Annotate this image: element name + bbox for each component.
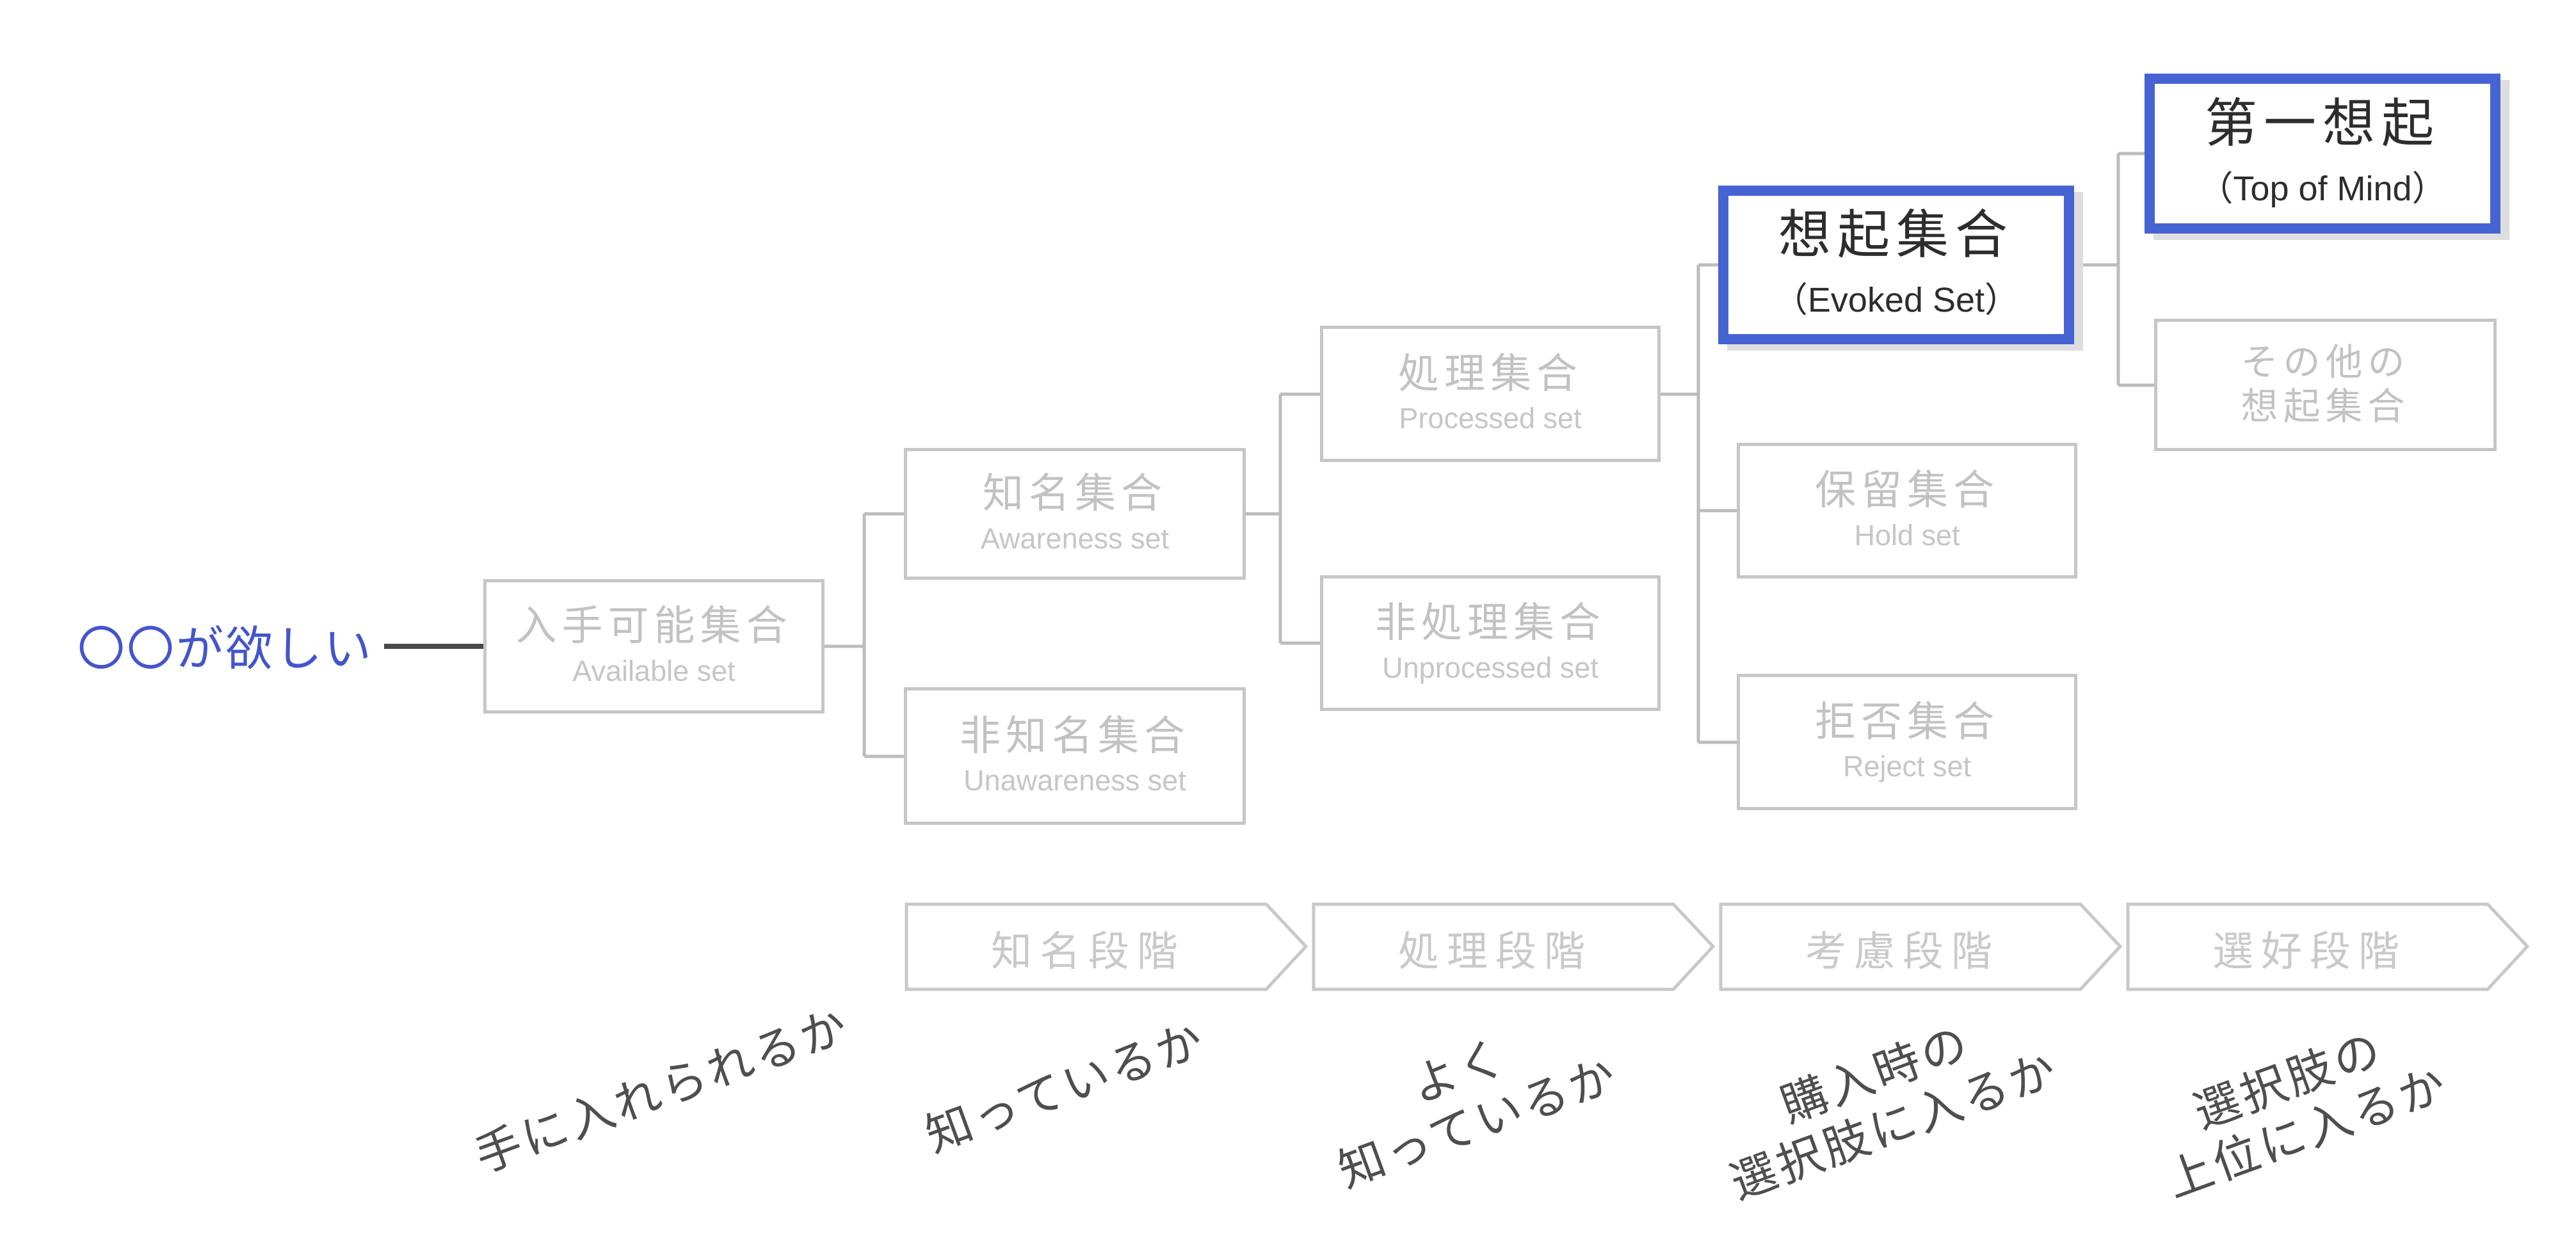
- stage-label-processing: 処理段階: [1398, 929, 1593, 975]
- stage-chevron-preference: [2126, 902, 2530, 991]
- box-other-evoked-set: その他の 想起集合: [2154, 319, 2497, 451]
- box-evoked-set-en: （Evoked Set）: [1773, 280, 2020, 319]
- box-evoked-set-jp: 想起集合: [1778, 206, 2014, 265]
- box-hold-set-en: Hold set: [1854, 518, 1960, 552]
- box-top-of-mind: 第一想起 （Top of Mind）: [2145, 74, 2500, 234]
- connector-evoked-children: [2068, 152, 2167, 387]
- box-other-evoked-set-jp-line2: 想起集合: [2241, 385, 2410, 427]
- box-available-set-en: Available set: [572, 654, 736, 687]
- box-unprocessed-set: 非処理集合 Unprocessed set: [1320, 575, 1661, 711]
- box-awareness-set: 知名集合 Awareness set: [904, 448, 1246, 580]
- box-awareness-set-en: Awareness set: [980, 522, 1170, 555]
- box-hold-set-jp: 保留集合: [1815, 467, 1999, 514]
- trigger-label: 〇〇が欲しい: [77, 622, 373, 676]
- box-processed-set-en: Processed set: [1399, 402, 1582, 435]
- box-top-of-mind-en: （Top of Mind）: [2198, 169, 2447, 208]
- stage-label-preference: 選好段階: [2212, 929, 2407, 975]
- stage-chevron-consideration: [1719, 902, 2123, 991]
- box-awareness-set-jp: 知名集合: [983, 470, 1167, 517]
- stage-label-awareness: 知名段階: [991, 929, 1186, 975]
- stage-chevron-awareness: [905, 902, 1308, 991]
- box-top-of-mind-jp: 第一想起: [2204, 95, 2440, 154]
- box-reject-set: 拒否集合 Reject set: [1737, 674, 2077, 810]
- box-available-set-jp: 入手可能集合: [515, 603, 793, 650]
- connector-processed-children: [1657, 263, 1750, 744]
- box-reject-set-jp: 拒否集合: [1815, 698, 1999, 745]
- stage-label-consideration: 考慮段階: [1805, 929, 2000, 975]
- connector-available-children: [821, 512, 917, 758]
- box-unawareness-set-jp: 非知名集合: [960, 712, 1190, 759]
- box-unawareness-set-en: Unawareness set: [963, 764, 1186, 797]
- box-processed-set: 処理集合 Processed set: [1320, 326, 1661, 462]
- stage-chevron-processing: [1312, 902, 1716, 991]
- box-reject-set-en: Reject set: [1842, 750, 1972, 783]
- box-available-set: 入手可能集合 Available set: [483, 579, 825, 714]
- box-unprocessed-set-en: Unprocessed set: [1382, 651, 1598, 684]
- box-evoked-set: 想起集合 （Evoked Set）: [1718, 186, 2074, 344]
- box-unprocessed-set-jp: 非処理集合: [1375, 600, 1606, 646]
- box-processed-set-jp: 処理集合: [1398, 350, 1582, 397]
- box-other-evoked-set-jp-line1: その他の: [2241, 341, 2410, 383]
- box-unawareness-set: 非知名集合 Unawareness set: [904, 687, 1246, 825]
- connector-awareness-children: [1243, 392, 1333, 645]
- box-hold-set: 保留集合 Hold set: [1737, 443, 2077, 578]
